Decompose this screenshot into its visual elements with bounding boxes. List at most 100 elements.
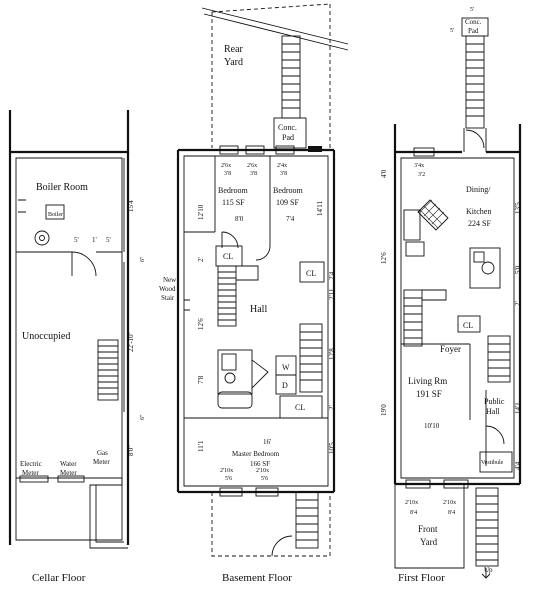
dim-first-4-0: 4'0 — [380, 169, 388, 178]
vestibule — [479, 451, 513, 473]
basement-window-4 — [219, 487, 243, 497]
dim-first-2: 2' — [514, 301, 522, 306]
label-bedroom-2-area: 109 SF — [276, 198, 299, 207]
label-unoccupied: Unoccupied — [22, 331, 70, 342]
label-living-area: 191 SF — [416, 389, 442, 399]
label-vestibule: Vestibule — [481, 460, 504, 466]
basement-left-marks — [184, 299, 190, 311]
cellar-stair — [97, 339, 119, 401]
label-basement-cl-3: CL — [295, 403, 305, 412]
up-arrow — [481, 568, 491, 579]
basement-window-3 — [275, 145, 295, 155]
cellar-inner-outline — [15, 157, 123, 541]
dim-first-5-0: 5'0 — [514, 265, 522, 274]
label-basement-cl-1: CL — [223, 252, 233, 261]
dim-window-4-width: 2'10x — [220, 468, 233, 474]
dim-2-4: 2'4 — [328, 271, 336, 280]
conc-pad-rear — [273, 117, 307, 149]
label-first-pad: Pad — [468, 27, 479, 35]
label-hall-first: Hall — [486, 407, 501, 416]
first-floor-stair-left — [403, 289, 447, 347]
new-wood-stair — [217, 265, 259, 327]
first-floor-toilet — [481, 261, 495, 275]
living-room-partitions — [401, 343, 487, 466]
bathroom-door — [251, 359, 269, 389]
dim-first-window-1-height: 3'2 — [418, 172, 425, 178]
dim-first-5-b: 5' — [450, 28, 454, 34]
basement-window-2 — [245, 145, 265, 155]
label-public: Public — [484, 397, 505, 406]
dim-10-5: 10'5 — [328, 442, 336, 454]
bedroom-partitions — [184, 156, 271, 246]
label-stair: Stair — [161, 294, 175, 302]
basement-bathroom — [217, 349, 253, 395]
dim-first-window-3-height: 8'4 — [448, 510, 455, 516]
label-gas-meter-2: Meter — [93, 458, 110, 466]
first-floor-window-2 — [405, 479, 431, 489]
label-hall: Hall — [250, 304, 267, 315]
basement-window-5 — [255, 487, 279, 497]
boiler-room-pipes — [18, 199, 26, 213]
label-first-cl: CL — [463, 321, 473, 330]
boiler-tank-core — [39, 235, 45, 241]
first-floor-side-walls — [393, 124, 522, 484]
label-washer: W — [282, 363, 290, 372]
label-dining: Dining/ — [466, 185, 491, 194]
label-water-meter-2: Meter — [60, 469, 77, 477]
boiler-tank — [34, 230, 50, 246]
dim-window-1-height: 3'8 — [224, 171, 231, 177]
first-floor-inner-outline — [400, 157, 515, 479]
label-pad: Pad — [282, 133, 294, 142]
dim-12-6: 12'6 — [197, 318, 205, 330]
rear-yard-stair — [281, 35, 301, 119]
kitchen-counter — [403, 209, 421, 241]
water-meter-box — [57, 475, 85, 483]
public-hall-door — [485, 425, 505, 445]
basement-front-door — [271, 535, 293, 557]
label-master-bedroom-area: 166 SF — [250, 460, 270, 468]
dim-2-b: 2' — [328, 405, 336, 410]
dim-22-10: 22'-10" — [127, 331, 135, 352]
dim-12-10: 12'10 — [197, 204, 205, 220]
basement-floor-title: Basement Floor — [222, 572, 292, 584]
label-kitchen: Kitchen — [466, 207, 491, 216]
dim-first-5-a: 5' — [470, 7, 474, 13]
cellar-floor-plan: Boiler Room Boiler Unoccupied Electric M… — [8, 110, 146, 584]
label-water-meter-1: Water — [60, 460, 77, 468]
label-bedroom-2: Bedroom — [273, 186, 304, 195]
dim-first-window-2-height: 8'4 — [410, 510, 417, 516]
basement-window-1 — [219, 145, 239, 155]
dim-14-11: 14'11 — [316, 200, 324, 216]
dim-1: 1' — [92, 236, 97, 244]
kitchen-range — [405, 241, 425, 257]
label-wood: Wood — [159, 285, 176, 293]
label-new: New — [163, 276, 177, 284]
first-floor-rear-landing — [463, 128, 487, 152]
bedroom-2-door — [255, 245, 271, 261]
dim-15-4: 15'4 — [127, 200, 135, 212]
first-floor-sink — [473, 251, 485, 263]
label-foyer: Foyer — [440, 344, 461, 354]
basement-closet-2 — [299, 261, 325, 283]
label-front-yard: Yard — [420, 537, 438, 547]
front-stoop-stair — [475, 487, 499, 567]
bathroom-toilet — [224, 372, 236, 384]
label-conc: Conc. — [278, 123, 297, 132]
label-bedroom-1: Bedroom — [218, 186, 249, 195]
basement-right-stair — [299, 323, 323, 393]
label-electric-meter-2: Meter — [22, 469, 39, 477]
dim-window-2-width: 2'6x — [247, 163, 257, 169]
label-front: Front — [418, 524, 438, 534]
dim-first-4-4: 4'4 — [514, 461, 522, 470]
dim-window-3-height: 3'8 — [280, 171, 287, 177]
label-first-conc: Conc. — [465, 18, 482, 26]
rear-yard-fence — [201, 7, 349, 51]
dim-16: 16' — [263, 438, 271, 446]
dim-window-5-height: 5'6 — [261, 476, 268, 482]
basement-front-stair — [295, 491, 319, 549]
first-floor-window-3 — [443, 479, 469, 489]
label-living-room: Living Rm — [408, 376, 447, 386]
first-floor-title: First Floor — [398, 572, 445, 584]
label-rear: Rear — [224, 44, 244, 55]
cellar-top-wall — [10, 110, 130, 154]
